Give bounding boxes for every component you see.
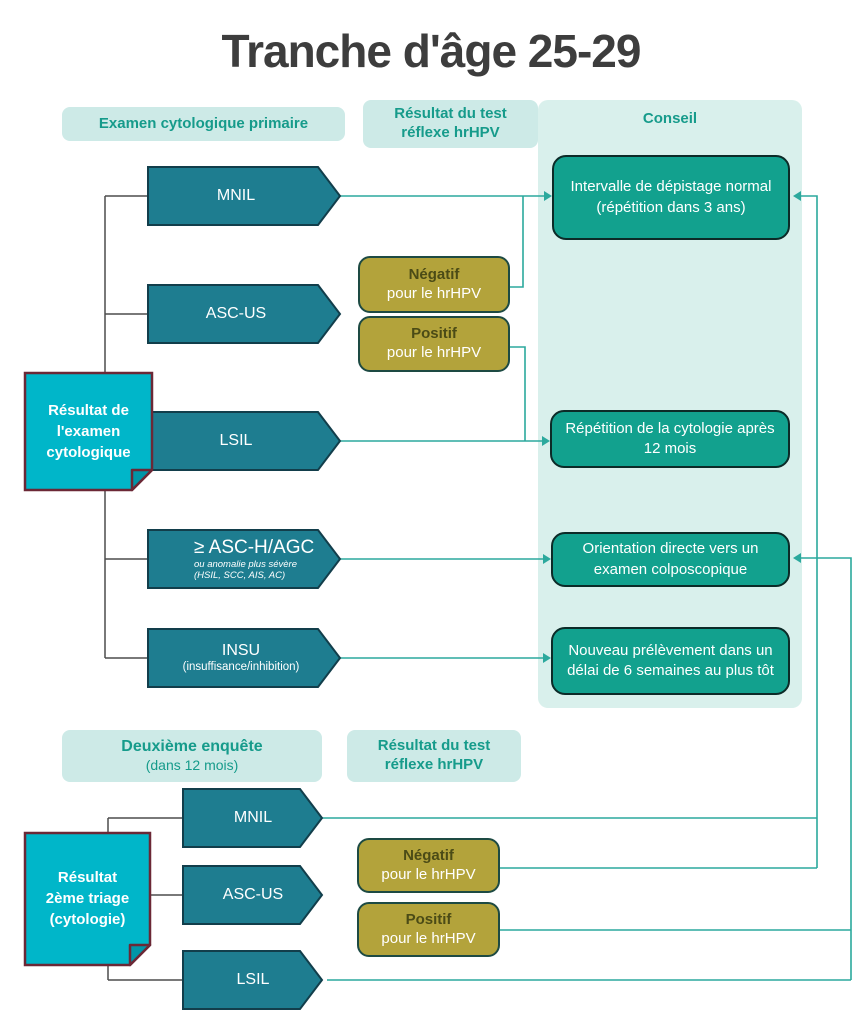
hpv-negative-box: Négatif pour le hrHPV xyxy=(358,256,510,313)
hpv2-negative-title: Négatif xyxy=(403,846,454,864)
note-primary-result: Résultat de l'examen cytologique xyxy=(46,402,131,461)
arrowhead-resample xyxy=(543,653,551,663)
arrowhead-feedback-normal xyxy=(793,191,801,201)
note1-fold-icon xyxy=(130,468,154,492)
advice-normal-interval-box: Intervalle de dépistage normal (répétiti… xyxy=(552,155,790,240)
header-conseil: Conseil xyxy=(642,110,698,127)
ascus-arrow-shape xyxy=(147,284,342,344)
advice-resample-box: Nouveau prélèvement dans un délai de 6 s… xyxy=(551,627,790,695)
cytology-insu-label: INSU (insuffisance/inhibition) xyxy=(148,629,334,687)
header-primary-exam: Examen cytologique primaire xyxy=(62,107,345,141)
mnil2-arrow-shape xyxy=(182,788,324,848)
arrowhead-repeat xyxy=(542,436,550,446)
mnil-arrow-shape xyxy=(147,166,342,226)
arrowhead-feedback-colposcopy xyxy=(793,553,801,563)
second-survey-title: Deuxième enquête xyxy=(121,738,263,756)
insu-arrow-shape xyxy=(147,628,342,688)
hpv2-negative-box: Négatif pour le hrHPV xyxy=(357,838,500,893)
cytology-asch-label: ≥ ASC-H/AGC ou anomalie plus sévère (HSI… xyxy=(148,530,328,588)
hpv2-negative-sub: pour le hrHPV xyxy=(381,865,476,883)
cytology2-mnil-label: MNIL xyxy=(233,809,273,826)
hpv-negative-title: Négatif xyxy=(408,265,460,283)
insu-main-text: INSU xyxy=(221,642,261,660)
cytology2-ascus-label: ASC-US xyxy=(222,886,284,903)
hpv-positive-title: Positif xyxy=(411,325,457,343)
hpv-positive-sub: pour le hrHPV xyxy=(386,344,482,361)
hpv2-positive-box: Positif pour le hrHPV xyxy=(357,902,500,957)
asch-main-text: ≥ ASC-H/AGC xyxy=(194,536,315,558)
lsil2-arrow-shape xyxy=(182,950,324,1010)
flow-lines-top xyxy=(340,195,544,659)
ascus2-arrow-shape xyxy=(182,865,324,925)
page-title: Tranche d'âge 25-29 xyxy=(221,25,642,77)
hpv2-positive-sub: pour le hrHPV xyxy=(381,929,476,947)
insu-sub-text: (insuffisance/inhibition) xyxy=(182,660,300,673)
arrowhead-normal xyxy=(544,191,552,201)
asch-arrow-shape xyxy=(147,529,342,589)
asch-sub-text: ou anomalie plus sévère (HSIL, SCC, AIS,… xyxy=(194,558,297,581)
advice-colposcopy-box: Orientation directe vers un examen colpo… xyxy=(551,532,790,587)
arrowhead-colposcopy xyxy=(543,554,551,564)
header-second-survey: Deuxième enquête (dans 12 mois) xyxy=(62,730,322,782)
second-survey-sub: (dans 12 mois) xyxy=(145,757,239,774)
cytology-mnil-label: MNIL xyxy=(216,187,256,204)
hpv2-positive-title: Positif xyxy=(405,910,452,928)
feedback-lines xyxy=(322,195,852,981)
advice-repeat-cytology-box: Répétition de la cytologie après 12 mois xyxy=(550,410,790,468)
cytology-lsil-label: LSIL xyxy=(219,432,253,449)
cytology2-lsil-label: LSIL xyxy=(236,971,270,988)
hpv-negative-sub: pour le hrHPV xyxy=(386,284,482,302)
header-reflex-test-2: Résultat du test réflexe hrHPV xyxy=(347,730,521,782)
hpv-positive-box: Positif pour le hrHPV xyxy=(358,316,510,372)
cytology-ascus-label: ASC-US xyxy=(205,305,267,322)
header-reflex-test: Résultat du test réflexe hrHPV xyxy=(363,100,538,148)
note2-fold-icon xyxy=(128,943,152,967)
note-second-triage: Résultat 2ème triage (cytologie) xyxy=(45,868,130,928)
